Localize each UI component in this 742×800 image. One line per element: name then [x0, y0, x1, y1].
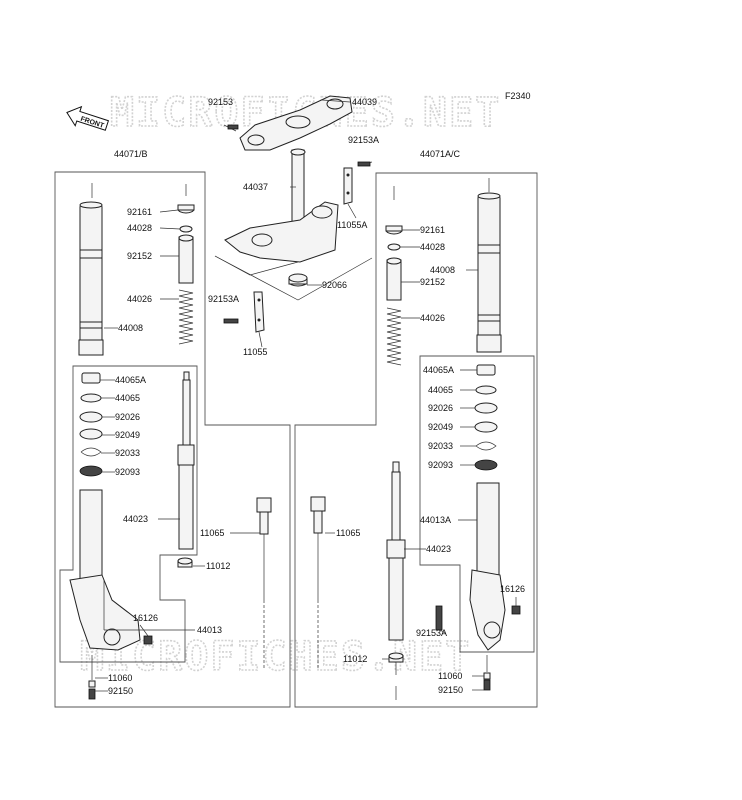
left-spacer-92152 — [178, 234, 194, 284]
label-92153A-right: 92153A — [416, 628, 447, 638]
right-spring-44026 — [386, 307, 402, 366]
label-44008-right: 44008 — [430, 265, 455, 275]
label-92153A-mid: 92153A — [208, 294, 239, 304]
label-92153-top: 92153 — [208, 97, 233, 107]
label-11012-right: 11012 — [343, 654, 367, 664]
right-cartridge-44023 — [386, 461, 406, 641]
left-cap-92161 — [177, 184, 195, 214]
label-44026-left: 44026 — [127, 294, 152, 304]
label-92150-left: 92150 — [108, 686, 133, 696]
right-damper-rod-11065 — [310, 496, 326, 668]
right-outer-tube-44013A — [469, 482, 506, 651]
right-fork-box — [294, 172, 538, 708]
left-bolt-16126 — [143, 635, 153, 645]
left-axle-bolt — [88, 655, 96, 700]
upper-triple-clamp — [239, 95, 353, 151]
right-bolt-92153A — [435, 605, 443, 631]
label-92049-right: 92049 — [428, 422, 453, 432]
bolt-92153-top — [223, 124, 239, 132]
label-11055: 11055 — [243, 347, 267, 357]
label-92150-right: 92150 — [438, 685, 463, 695]
steering-stem — [224, 148, 339, 263]
label-92066: 92066 — [322, 280, 347, 290]
label-92152-right: 92152 — [420, 277, 445, 287]
left-seals — [79, 372, 103, 477]
left-damper-rod-11065 — [256, 497, 272, 668]
left-outer-tube-44013 — [69, 489, 141, 651]
label-44065-left: 44065 — [115, 393, 140, 403]
label-44071AC: 44071A/C — [420, 149, 461, 159]
label-11065-right: 11065 — [336, 528, 360, 538]
label-44013A-right: 44013A — [420, 515, 451, 525]
bolt-92153A-top — [357, 161, 373, 167]
left-cartridge-44023 — [177, 371, 195, 550]
label-44023-left: 44023 — [123, 514, 148, 524]
label-92161-left: 92161 — [127, 207, 152, 217]
right-cap-92161 — [385, 186, 403, 235]
bracket-11055A — [343, 167, 353, 205]
bracket-11055 — [253, 291, 265, 333]
label-44071B: 44071/B — [114, 149, 148, 159]
right-axle-bolt — [483, 655, 491, 691]
figure-code: F2340 — [505, 91, 531, 101]
label-44028-left: 44028 — [127, 223, 152, 233]
label-44065A-left: 44065A — [115, 375, 146, 385]
label-44028-right: 44028 — [420, 242, 445, 252]
label-44026-right: 44026 — [420, 313, 445, 323]
label-92152-left: 92152 — [127, 251, 152, 261]
label-92161-right: 92161 — [420, 225, 445, 235]
label-44065-right: 44065 — [428, 385, 453, 395]
label-11055A: 11055A — [337, 220, 367, 230]
label-16126-left: 16126 — [133, 613, 158, 623]
right-seals — [474, 364, 498, 471]
left-washer-44028 — [179, 225, 193, 233]
front-arrow-icon: FRONT — [66, 105, 110, 131]
label-92033-left: 92033 — [115, 448, 140, 458]
label-92049-left: 92049 — [115, 430, 140, 440]
label-11012-left: 11012 — [206, 561, 230, 571]
right-fork-tube — [476, 178, 502, 353]
left-fork-box — [54, 171, 291, 708]
label-11065-left: 11065 — [200, 528, 224, 538]
label-92153A-top: 92153A — [348, 135, 379, 145]
label-44013-left: 44013 — [197, 625, 222, 635]
right-washer-44028 — [387, 243, 401, 251]
left-spring-44026 — [178, 289, 194, 345]
bolt-92153A-mid — [223, 318, 239, 324]
label-16126-right: 16126 — [500, 584, 525, 594]
label-92093-left: 92093 — [115, 467, 140, 477]
label-92026-right: 92026 — [428, 403, 453, 413]
label-44023-right: 44023 — [426, 544, 451, 554]
label-92093-right: 92093 — [428, 460, 453, 470]
right-spacer-92152 — [386, 257, 402, 301]
label-11060-left: 11060 — [108, 673, 132, 683]
label-44065A-right: 44065A — [423, 365, 454, 375]
right-washer-11012 — [388, 652, 404, 700]
label-11060-right: 11060 — [438, 671, 462, 681]
right-bolt-16126 — [511, 605, 521, 615]
right-outer-tube-subbox — [419, 355, 535, 653]
left-outer-tube-subbox — [59, 365, 198, 663]
leader-lines — [95, 99, 517, 692]
label-44008-left: 44008 — [118, 323, 143, 333]
label-44037: 44037 — [243, 182, 268, 192]
label-44039: 44039 — [352, 97, 377, 107]
label-92026-left: 92026 — [115, 412, 140, 422]
left-fork-tube — [78, 183, 104, 356]
label-92033-right: 92033 — [428, 441, 453, 451]
bearing-92066 — [288, 273, 308, 287]
left-washer-11012 — [177, 557, 193, 568]
